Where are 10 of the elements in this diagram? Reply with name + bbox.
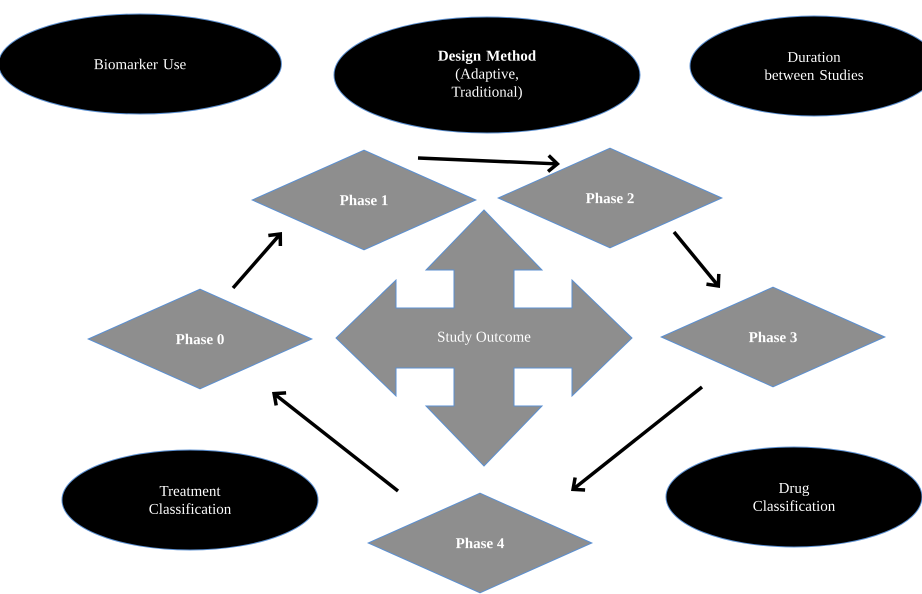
arrow	[571, 386, 704, 492]
arrow	[418, 154, 560, 173]
oval-badge: Biomarker Use	[0, 14, 282, 114]
oval-badge: Design Method (Adaptive, Traditional)	[334, 16, 640, 134]
oval-badge: Treatment Classification	[62, 450, 318, 550]
arrow	[672, 230, 721, 288]
arrow	[272, 391, 400, 492]
arrow	[232, 232, 282, 290]
oval-badge: Drug Classification	[666, 446, 922, 548]
oval-badge: Duration between Studies	[690, 16, 922, 116]
